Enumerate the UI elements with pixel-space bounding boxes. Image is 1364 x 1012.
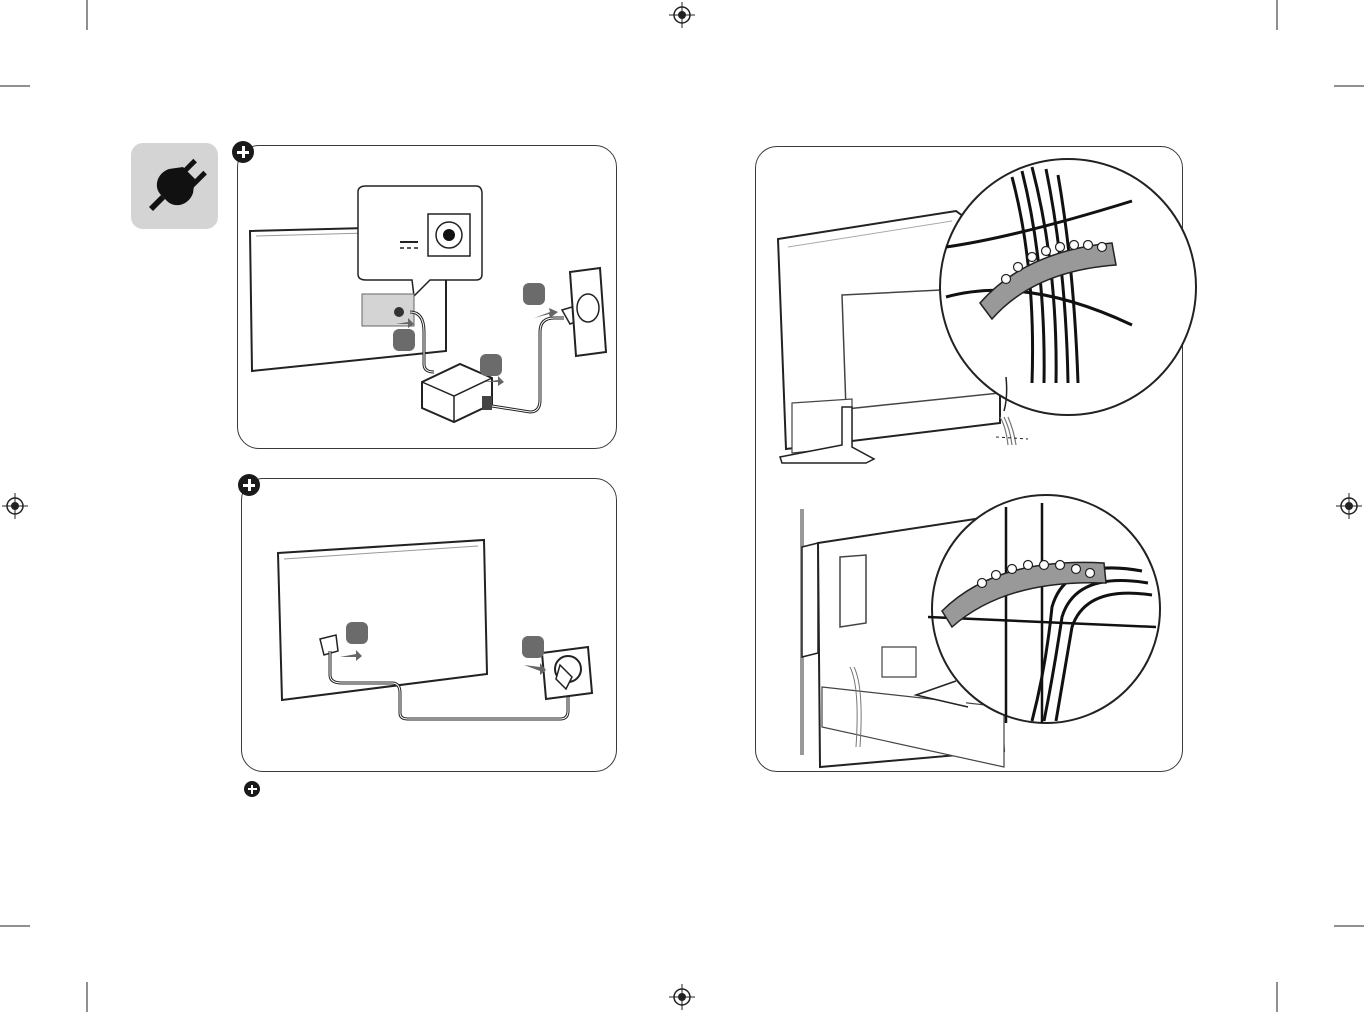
- plus-circle-icon: [232, 141, 254, 163]
- cable-holder-illustration: [756, 147, 1182, 771]
- registration-mark-left: [2, 493, 28, 519]
- power-section-tile: [131, 143, 218, 229]
- step-marker-2: [480, 354, 502, 376]
- adapter-illustration: [238, 146, 616, 448]
- registration-mark-bottom: [669, 984, 695, 1010]
- panel-direct-power-cord: [241, 478, 617, 772]
- panel-adapter-connection: [237, 145, 617, 449]
- step-marker-2: [522, 636, 544, 658]
- power-cord-illustration: [242, 479, 616, 771]
- power-plug-icon: [131, 143, 218, 229]
- registration-mark-top: [669, 2, 695, 28]
- plus-circle-icon: [238, 474, 260, 496]
- plus-circle-icon: [244, 781, 260, 797]
- step-marker-1: [346, 622, 368, 644]
- step-marker-3: [523, 283, 545, 305]
- registration-mark-right: [1336, 493, 1362, 519]
- panel-cable-management: [755, 146, 1183, 772]
- step-marker-1: [393, 329, 415, 351]
